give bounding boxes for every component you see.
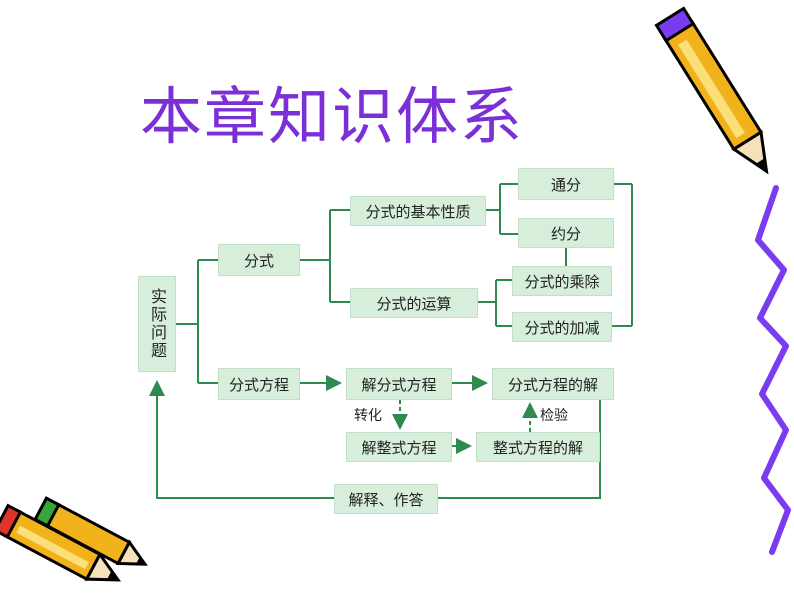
node-jiben-xingzhi: 分式的基本性质: [350, 196, 486, 226]
node-fenshi: 分式: [218, 244, 300, 276]
node-jiajian: 分式的加减: [512, 312, 612, 342]
node-zhengshi-fangcheng-de-jie: 整式方程的解: [476, 432, 600, 462]
node-fenshi-fangcheng-de-jie: 分式方程的解: [492, 368, 614, 400]
pencil-top-right-icon: [654, 6, 769, 175]
node-jie-zhengshi-fangcheng: 解整式方程: [346, 432, 452, 462]
connector-loop-right: [438, 398, 601, 499]
node-shiji-wenti: 实际问题: [138, 276, 176, 372]
node-yuefen: 约分: [518, 218, 614, 248]
node-tongfen: 通分: [518, 168, 614, 200]
arrow-loop-to-root: [149, 380, 334, 499]
node-jieshi-zuoda: 解释、作答: [334, 484, 438, 514]
node-yunsuan: 分式的运算: [350, 288, 478, 318]
edge-label-jianyan: 检验: [540, 408, 568, 424]
page-title: 本章知识体系: [140, 80, 525, 153]
edge-label-zhuanhua: 转化: [354, 408, 382, 424]
node-fenshi-fangcheng: 分式方程: [218, 368, 300, 400]
squiggle-icon: [755, 185, 791, 555]
node-chengchu: 分式的乘除: [512, 266, 612, 296]
node-jie-fenshi-fangcheng: 解分式方程: [346, 368, 452, 400]
pencil-red-icon: [0, 503, 122, 582]
